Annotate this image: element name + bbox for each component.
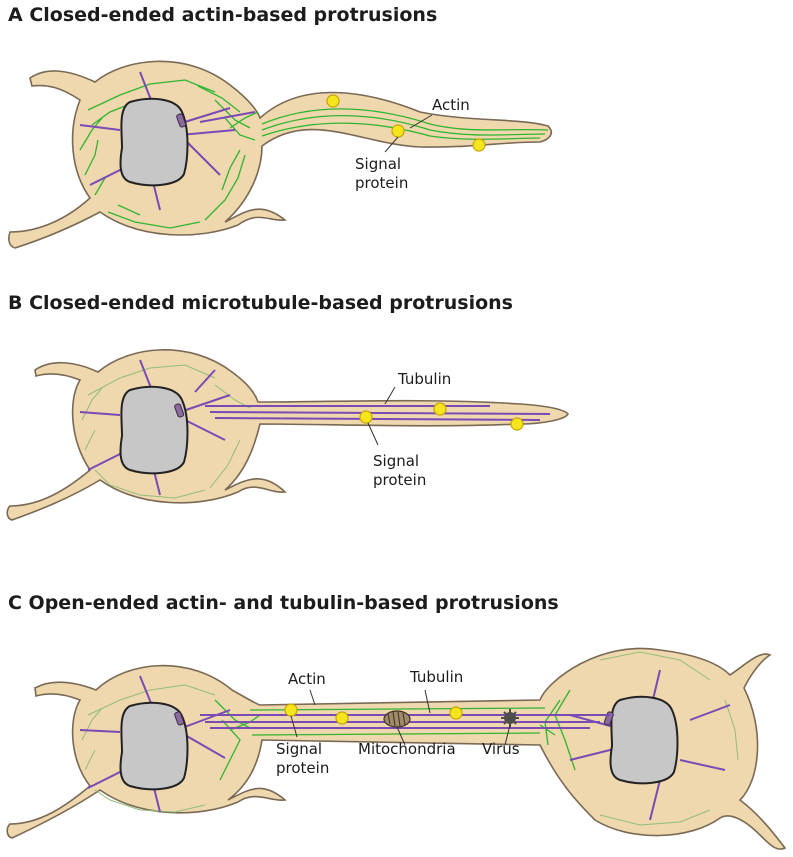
- nucleus-a: [120, 99, 187, 185]
- label-a-signal-1: Signal: [355, 155, 401, 173]
- signal-protein-a-2: [392, 125, 404, 137]
- signal-protein-b-3: [511, 418, 523, 430]
- signal-protein-c-1: [285, 704, 297, 716]
- label-a-signal-2: protein: [355, 174, 408, 192]
- label-c-virus: Virus: [482, 740, 520, 758]
- panel-b-cell: Tubulin Signal protein: [7, 350, 568, 520]
- mitochondria-icon: [384, 711, 410, 727]
- label-c-tubulin: Tubulin: [409, 668, 463, 686]
- nucleus-c-right: [610, 697, 677, 783]
- signal-protein-a-3: [473, 139, 485, 151]
- label-a-actin: Actin: [432, 96, 470, 114]
- nucleus-b: [120, 387, 187, 473]
- label-b-tubulin: Tubulin: [397, 370, 451, 388]
- signal-protein-a-1: [327, 95, 339, 107]
- label-b-signal-2: protein: [373, 471, 426, 489]
- label-c-mitochondria: Mitochondria: [358, 740, 456, 758]
- panel-a-cell: Actin Signal protein: [9, 61, 551, 248]
- label-c-signal-2: protein: [276, 759, 329, 777]
- signal-protein-b-2: [434, 403, 446, 415]
- label-c-signal-1: Signal: [276, 740, 322, 758]
- signal-protein-c-3: [450, 707, 462, 719]
- label-c-actin: Actin: [288, 670, 326, 688]
- label-b-signal-1: Signal: [373, 452, 419, 470]
- panel-c-cells: Actin Tubulin Signal protein Mitochondri…: [7, 648, 785, 849]
- signal-protein-b-1: [360, 411, 372, 423]
- signal-protein-c-2: [336, 712, 348, 724]
